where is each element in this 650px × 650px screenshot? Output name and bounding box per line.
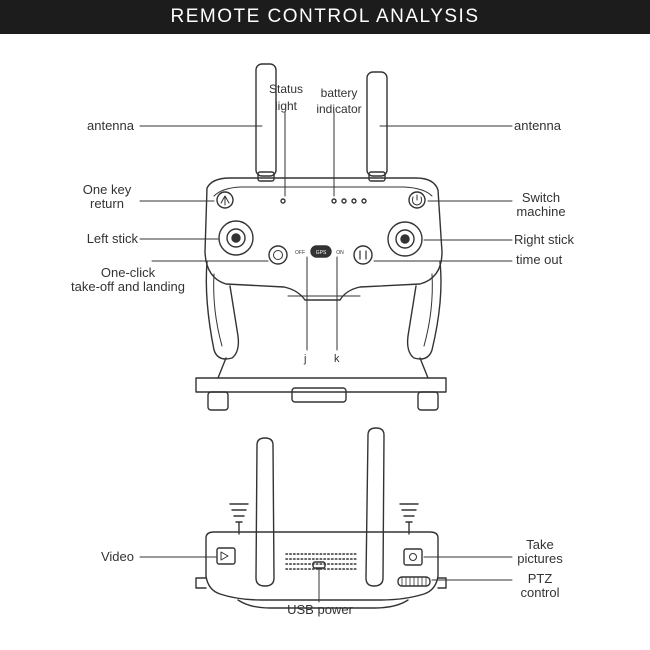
top-right-antenna [365, 427, 385, 587]
top-controller-body [205, 531, 439, 601]
label-one-key-return: One key return [82, 182, 132, 211]
page-title: REMOTE CONTROL ANALYSIS [170, 6, 480, 27]
takeoff-button [268, 245, 288, 265]
front-leader-lines [139, 111, 513, 351]
label-battery-indicator: battery indicator [316, 86, 362, 116]
left-antenna [255, 63, 277, 177]
label-one-click-takeoff-landing: One-click take-off and landing [71, 265, 185, 294]
right-stick [387, 221, 423, 257]
front-view-controller [195, 63, 447, 411]
controller-body [204, 177, 443, 301]
label-marker-j: j [304, 353, 307, 365]
label-usb-power: USB power [287, 602, 353, 617]
title-banner [0, 0, 650, 34]
label-status-light: Status light [268, 82, 304, 113]
pause-button [353, 245, 373, 265]
left-grip [205, 261, 240, 360]
controller-stand [195, 377, 447, 393]
photo-button [403, 548, 423, 566]
power-button [408, 191, 426, 209]
label-take-pictures: Take pictures [517, 537, 563, 566]
top-view-controller [195, 427, 447, 609]
gps-switch [310, 245, 332, 258]
video-button [216, 547, 236, 565]
usb-port [312, 561, 326, 569]
label-ptz-control: PTZ control [520, 571, 560, 600]
right-grip [406, 261, 442, 360]
label-antenna-right: antenna [514, 118, 561, 133]
label-right-stick: Right stick [514, 232, 574, 247]
label-time-out: time out [516, 252, 563, 267]
label-marker-k: k [334, 353, 340, 365]
gps-on-text: ON [336, 250, 344, 256]
return-button [216, 191, 234, 209]
right-antenna [366, 71, 388, 177]
label-video: Video [100, 549, 134, 564]
label-antenna-left: antenna [87, 118, 134, 133]
label-switch-machine: Switch machine [516, 190, 566, 219]
top-left-antenna [255, 437, 275, 587]
gps-off-text: OFF [295, 250, 305, 256]
status-light [280, 198, 286, 204]
speaker-grille [285, 553, 357, 570]
gps-label-text: GPS [316, 250, 327, 256]
left-stick [218, 220, 254, 256]
top-leader-lines [139, 556, 513, 603]
label-left-stick: Left stick [86, 231, 138, 246]
